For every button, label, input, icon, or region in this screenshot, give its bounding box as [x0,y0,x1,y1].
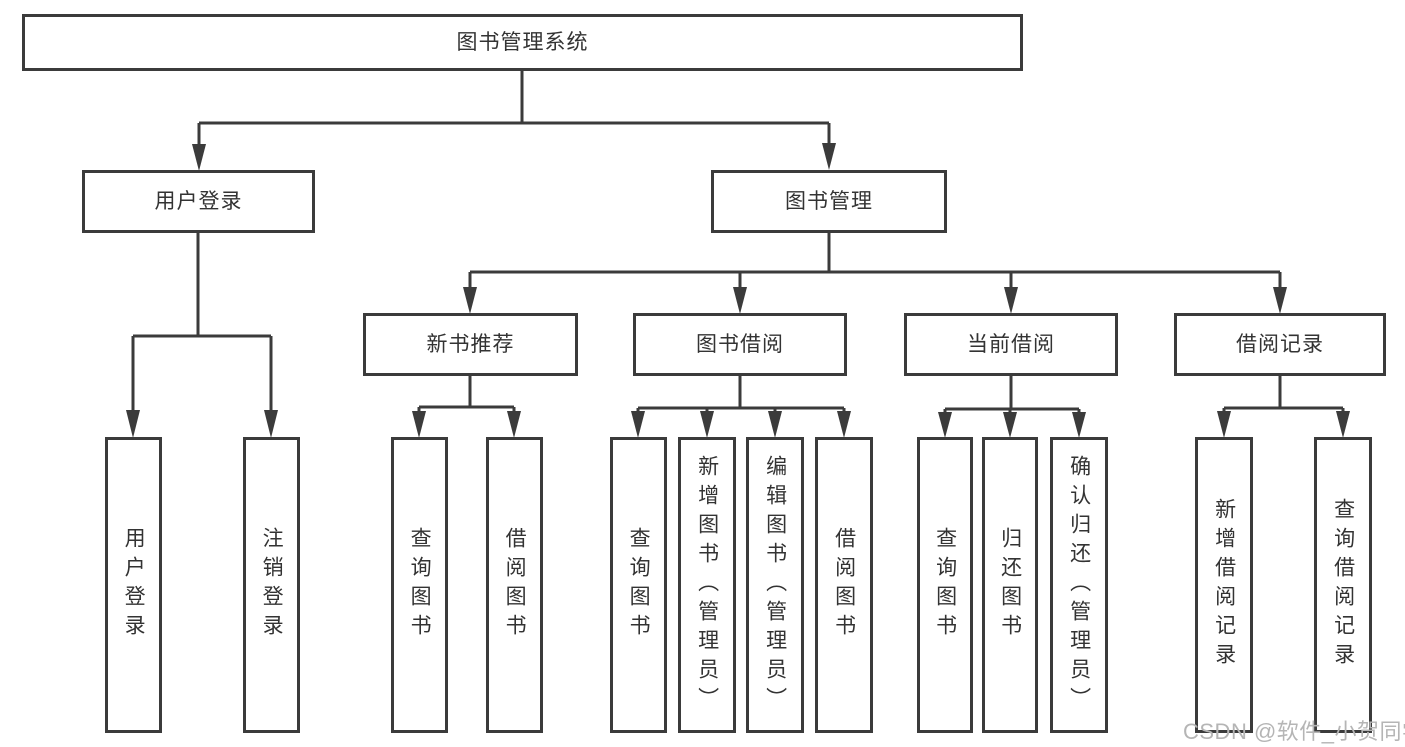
leaf-query-books-current: 查询图书 [917,437,973,733]
edge-book-borrow-children [631,376,851,438]
leaf-edit-books-admin: 编辑图书（管理员） [746,437,804,733]
node-borrowing-records: 借阅记录 [1174,313,1386,376]
node-current-borrowing: 当前借阅 [904,313,1118,376]
leaf-return-books: 归还图书 [982,437,1038,733]
edge-borrow-record-children [1217,376,1350,438]
edge-book-mgmt-children [463,233,1287,314]
edge-user-login-children [126,233,278,438]
node-book-borrowing: 图书借阅 [633,313,847,376]
leaf-query-books-rec: 查询图书 [391,437,448,733]
leaf-user-login: 用户登录 [105,437,162,733]
edge-root-to-level2 [192,71,836,171]
node-new-book-recommendation: 新书推荐 [363,313,578,376]
leaf-confirm-return-admin: 确认归还（管理员） [1050,437,1108,733]
node-user-login: 用户登录 [82,170,315,233]
node-root-system: 图书管理系统 [22,14,1023,71]
csdn-watermark: CSDN @软件_小贺同学 [1183,719,1405,744]
leaf-borrow-books-rec: 借阅图书 [486,437,543,733]
leaf-query-borrow-record: 查询借阅记录 [1314,437,1372,733]
leaf-borrow-books: 借阅图书 [815,437,873,733]
edge-current-borrow-children [938,376,1086,438]
node-book-management: 图书管理 [711,170,947,233]
leaf-add-books-admin: 新增图书（管理员） [678,437,736,733]
leaf-logout: 注销登录 [243,437,300,733]
leaf-add-borrow-record: 新增借阅记录 [1195,437,1253,733]
edge-new-book-rec-children [412,376,521,438]
leaf-query-books-borrow: 查询图书 [610,437,667,733]
